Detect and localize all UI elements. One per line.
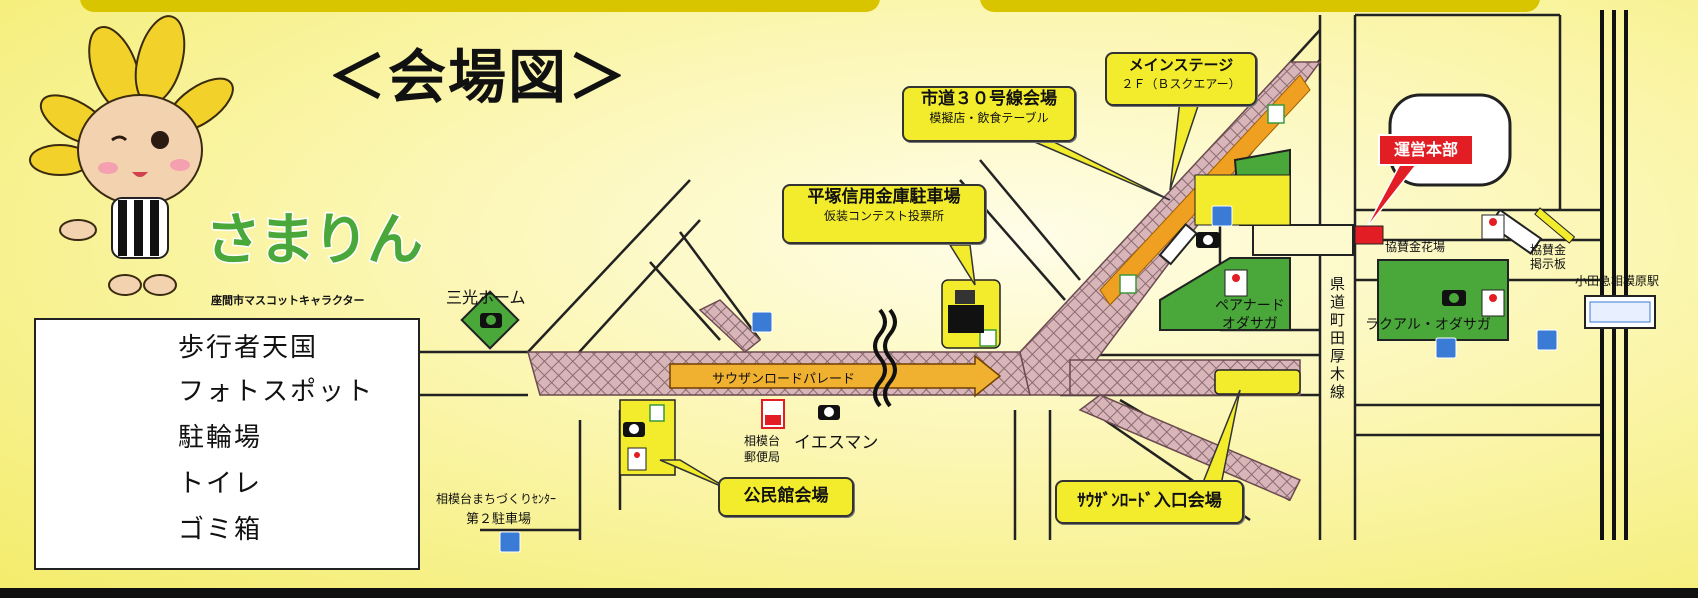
top-frame-right xyxy=(980,0,1540,12)
callout-city-road: 市道３０号線会場 模擬店・飲食テーブル xyxy=(902,86,1076,142)
entrance-zone xyxy=(1214,369,1301,395)
place-machizukuri: 相模台まちづくりｾﾝﾀｰ xyxy=(436,492,557,506)
callout-title: 公民館会場 xyxy=(743,486,829,506)
callout-title: 市道３０号線会場 xyxy=(921,89,1057,109)
callout-sub: 仮装コンテスト投票所 xyxy=(823,209,944,223)
map-break xyxy=(873,308,897,408)
hq-label: 運営本部 xyxy=(1378,134,1474,166)
camera-icon xyxy=(480,232,1466,437)
place-kyosan-board: 協賛金 掲示板 xyxy=(1530,243,1567,271)
callout-kominkan: 公民館会場 xyxy=(718,477,854,517)
place-kyosan-flowers: 協賛金花場 xyxy=(1385,240,1446,254)
legend-row-trash: ゴミ箱 xyxy=(36,510,418,550)
place-sanko-home: 三光ホーム xyxy=(446,288,526,307)
trash-can-icon xyxy=(649,104,1285,422)
place-prefectural-road: 県道町田厚木線 xyxy=(1330,275,1346,401)
place-post-office: 相模台 郵便局 xyxy=(744,434,781,464)
ballot-box-icon xyxy=(948,290,984,333)
legend-label: ゴミ箱 xyxy=(178,515,263,545)
kyosan-board xyxy=(1534,207,1576,244)
legend-row-photo: フォトスポット xyxy=(36,372,418,412)
legend-row-pedestrian: 歩行者天国 xyxy=(36,328,418,368)
callout-sub: 模擬店・飲食テーブル xyxy=(929,111,1049,125)
legend-label: フォトスポット xyxy=(178,377,375,407)
place-pear-nado: ペアナード オダサガ xyxy=(1215,298,1285,332)
bottom-frame xyxy=(0,588,1698,598)
callout-title: ｻｳｻﾞﾝﾛｰﾄﾞ入口会場 xyxy=(1077,491,1222,511)
legend-label: 歩行者天国 xyxy=(178,333,319,363)
callout-title: メインステージ xyxy=(1128,56,1234,74)
place-parking2: 第２駐車場 xyxy=(466,512,532,527)
legend-row-bicycle: 駐輪場 xyxy=(36,418,418,458)
callout-sub: ２Ｆ（Ｂスクエアー） xyxy=(1121,77,1241,91)
legend-row-toilet: トイレ xyxy=(36,464,418,504)
bicycle-parking-icon xyxy=(499,205,1558,553)
callout-shinkin: 平塚信用金庫駐車場 仮装コンテスト投票所 xyxy=(782,184,986,244)
main-stage-zone xyxy=(1194,174,1291,226)
mascot-illustration xyxy=(29,15,234,296)
legend-label: トイレ xyxy=(178,469,263,499)
place-station: 小田急相模原駅 xyxy=(1575,274,1660,288)
top-frame-left xyxy=(80,0,880,12)
legend-label: 駐輪場 xyxy=(178,423,263,453)
toilet-icon xyxy=(627,214,1505,471)
crossing-block xyxy=(1252,224,1354,256)
hq-marker xyxy=(1354,225,1384,245)
callout-entrance: ｻｳｻﾞﾝﾛｰﾄﾞ入口会場 xyxy=(1055,480,1244,524)
callout-title: 平塚信用金庫駐車場 xyxy=(807,187,961,207)
railway xyxy=(1600,10,1628,540)
map-title: ＜会場図＞ xyxy=(328,43,629,111)
callout-main-stage: メインステージ ２Ｆ（Ｂスクエアー） xyxy=(1105,52,1257,106)
callout-pointers xyxy=(659,99,1241,491)
place-yesman: イエスマン xyxy=(794,433,879,453)
mascot-subtitle: 座間市マスコットキャラクター xyxy=(211,294,365,307)
legend: 歩行者天国 フォトスポット 駐輪場 トイレ ゴミ箱 xyxy=(34,318,420,570)
mascot-name: さまりん xyxy=(204,207,425,275)
place-la-cual: ラクアル・オダサガ xyxy=(1365,317,1491,333)
parade-label: サウザンロードパレード xyxy=(712,372,856,387)
parade-arrow xyxy=(669,354,1002,398)
